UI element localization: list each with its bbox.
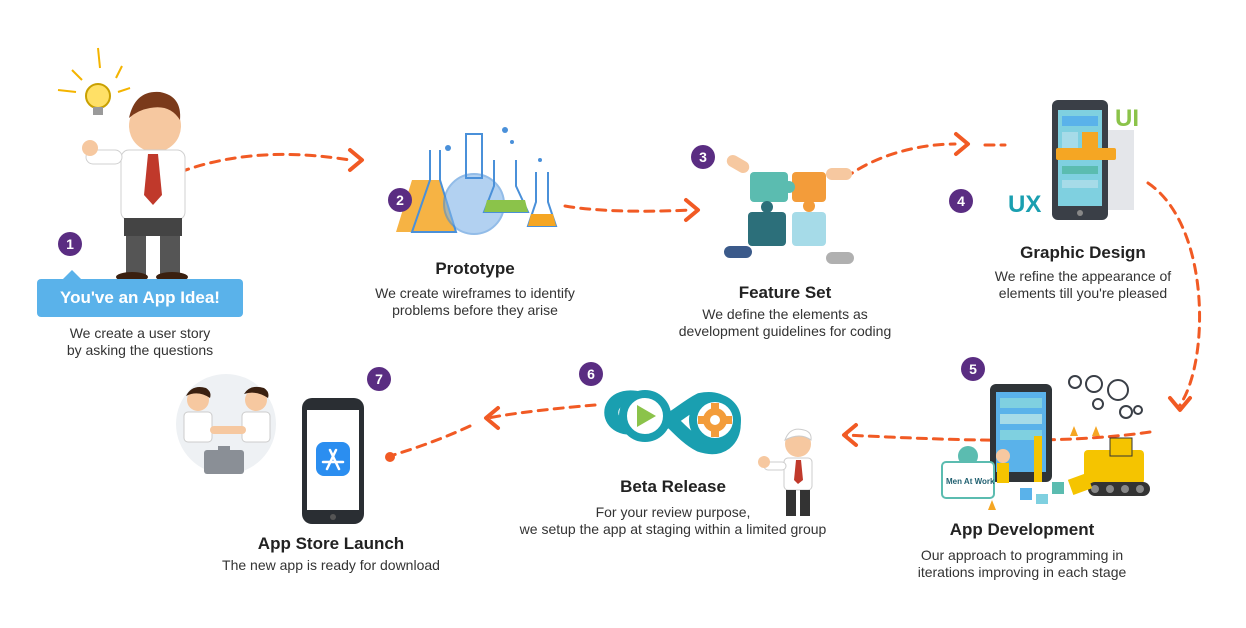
- step-3-desc-line-2: development guidelines for coding: [678, 323, 892, 339]
- step-2-desc: We create wireframes to identify problem…: [340, 285, 610, 319]
- step-4-desc-line-2: elements till you're pleased: [998, 285, 1168, 301]
- step-5-title: App Development: [949, 520, 1095, 539]
- arrowhead-6: [484, 406, 500, 430]
- step-4-desc-line-1: We refine the appearance of: [994, 268, 1172, 284]
- step-6-desc-line-1: For your review purpose,: [595, 504, 751, 520]
- app-store-icon: [321, 448, 345, 471]
- idea-bubble-tip: [63, 270, 81, 279]
- connector-1-2: [178, 152, 352, 174]
- step-6-desc-line-2: we setup the app at staging within a lim…: [519, 521, 827, 537]
- step-6-title: Beta Release: [620, 477, 726, 496]
- infinity-play-icon: [604, 390, 741, 455]
- step-2-desc-line-2: problems before they arise: [392, 302, 558, 318]
- tablet-icon: UI UX: [1008, 100, 1139, 220]
- step-4-title: Graphic Design: [1020, 243, 1146, 262]
- arrowhead-1: [348, 148, 364, 172]
- step-5-desc: Our approach to programming in iteration…: [882, 547, 1162, 581]
- step-3-title: Feature Set: [738, 283, 832, 302]
- connector-6-7: [486, 403, 597, 420]
- connector-3-4: [843, 142, 957, 180]
- step-7-desc: The new app is ready for download: [191, 557, 471, 574]
- step-6-badge: 6: [579, 362, 603, 386]
- puzzle-icon: [724, 155, 854, 264]
- step-6-desc: For your review purpose, we setup the ap…: [473, 504, 873, 538]
- flask-icon: [396, 127, 558, 235]
- arrowhead-5: [842, 423, 858, 447]
- arrowhead-2: [684, 198, 700, 222]
- step-3-badge: 3: [691, 145, 715, 169]
- step-4-badge: 4: [949, 189, 973, 213]
- step-1-desc-line-1: We create a user story: [69, 325, 211, 341]
- gear-icon: [698, 403, 732, 437]
- step-4-desc: We refine the appearance of elements til…: [963, 268, 1203, 302]
- step-3-desc: We define the elements as development gu…: [640, 306, 930, 340]
- ux-label: UX: [1008, 191, 1041, 218]
- gear-icon: [1068, 375, 1143, 419]
- ui-label: UI: [1115, 105, 1139, 132]
- step-2-desc-line-1: We create wireframes to identify: [375, 285, 575, 301]
- men-at-work-sign: Men At Work: [946, 477, 995, 486]
- app-store-phone: [302, 398, 364, 524]
- step-2-title: Prototype: [435, 259, 515, 278]
- step-7-badge: 7: [367, 367, 391, 391]
- step-1-title: You've an App Idea!: [60, 288, 220, 307]
- arrowhead-3: [954, 132, 970, 156]
- step-3-desc-line-1: We define the elements as: [702, 306, 868, 322]
- beta-person-illustration: [758, 428, 813, 516]
- step-1-desc-line-2: by asking the questions: [66, 342, 214, 358]
- app-development-illustration: Men At Work: [941, 375, 1150, 510]
- arrowhead-4: [1168, 396, 1192, 412]
- step-1-badge: 1: [58, 232, 82, 256]
- step-5-desc-line-1: Our approach to programming in: [920, 547, 1124, 563]
- lightbulb-icon: [57, 47, 131, 93]
- connector-4-5: [1146, 181, 1202, 407]
- step-2-badge: 2: [388, 188, 412, 212]
- step-5-desc-line-2: iterations improving in each stage: [917, 564, 1127, 580]
- connector-7-end: [388, 424, 472, 458]
- handshake-icon: [176, 374, 276, 474]
- step-7-desc-line-1: The new app is ready for download: [222, 557, 440, 573]
- idea-bubble: You've an App Idea!: [37, 270, 243, 317]
- step-5-badge: 5: [961, 357, 985, 381]
- idea-person-illustration: [57, 47, 188, 282]
- flow-end-dot: [385, 452, 395, 462]
- step-1-desc: We create a user story by asking the que…: [40, 325, 240, 359]
- step-7-title: App Store Launch: [257, 534, 405, 553]
- connector-2-3: [563, 204, 692, 213]
